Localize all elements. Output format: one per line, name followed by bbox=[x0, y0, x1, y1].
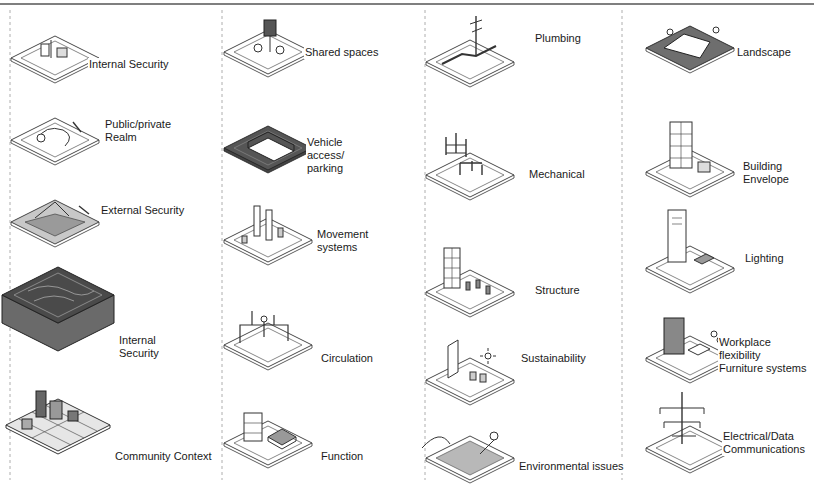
plate-label: Movement systems bbox=[316, 228, 380, 254]
plate-label: Sustainability bbox=[520, 352, 587, 365]
plate-label: Plumbing bbox=[534, 32, 582, 45]
plate-label: Electrical/Data Communications bbox=[722, 430, 808, 456]
plate-label: Vehicle access/ parking bbox=[306, 136, 380, 175]
plate-label: External Security bbox=[100, 204, 185, 217]
plate-label: Function bbox=[320, 450, 364, 463]
plate-label: Workplace flexibility Furniture systems bbox=[718, 336, 808, 375]
plate-label: Public/private Realm bbox=[104, 118, 178, 144]
plate-label: Lighting bbox=[744, 252, 785, 265]
plate-label: Shared spaces bbox=[304, 46, 379, 59]
plate-label: Building Envelope bbox=[742, 160, 802, 186]
plate-label: Environmental issues bbox=[518, 460, 625, 473]
plate-label: Mechanical bbox=[528, 168, 586, 181]
plate-label: Landscape bbox=[736, 46, 792, 59]
plate-label: Internal Security bbox=[88, 58, 169, 71]
plate-label: Structure bbox=[534, 284, 581, 297]
plate-label: Community Context bbox=[114, 450, 213, 463]
plate-label: Circulation bbox=[320, 352, 374, 365]
plate-label: Internal Security bbox=[118, 334, 180, 360]
